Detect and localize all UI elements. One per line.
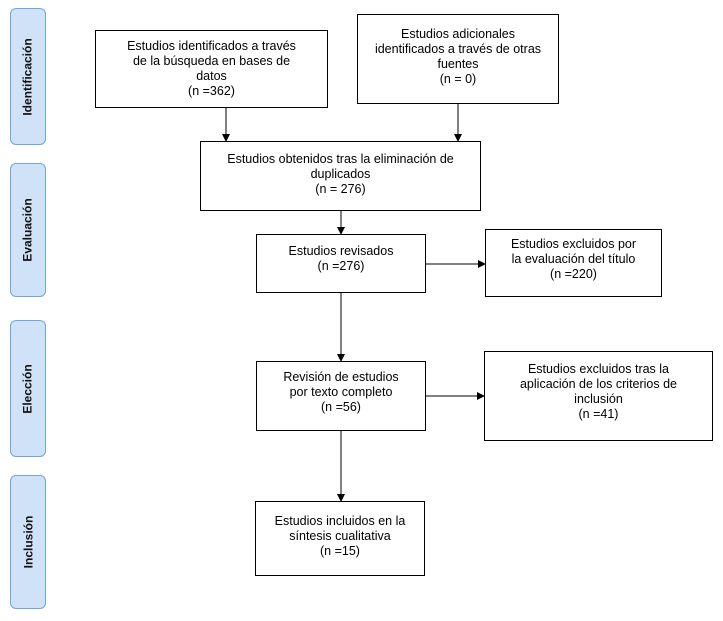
box-fulltext-line-2: por texto completo (289, 385, 393, 399)
box-deduplicated-line-1: Estudios obtenidos tras la eliminación d… (227, 152, 454, 166)
box-other-sources-line-3: fuentes (437, 57, 479, 71)
stage-evaluacion: Evaluación (10, 163, 46, 297)
box-other-sources: Estudios adicionales identificados a tra… (357, 14, 559, 104)
box-db-search-line-2: de la búsqueda en bases de (132, 54, 291, 68)
box-excluded-criteria-line-4: (n =41) (578, 407, 619, 421)
box-fulltext: Revisión de estudios por texto completo … (256, 361, 426, 431)
box-excluded-criteria-line-2: aplicación de los criterios de (519, 377, 678, 391)
box-db-search-line-1: Estudios identificados a través (127, 39, 296, 53)
box-other-sources-line-1: Estudios adicionales (401, 27, 515, 41)
stage-identificacion: Identificación (10, 8, 46, 145)
box-excluded-title-line-1: Estudios excluidos por (510, 237, 637, 251)
box-included-line-1: Estudios incluidos en la (274, 514, 406, 528)
box-excluded-criteria-line-3: inclusión (574, 392, 623, 406)
box-included-line-2: síntesis cualitativa (289, 529, 391, 543)
box-deduplicated-line-2: duplicados (310, 167, 371, 181)
box-screened-line-2: (n =276) (317, 259, 365, 273)
box-excluded-criteria: Estudios excluidos tras la aplicación de… (484, 351, 713, 441)
box-excluded-title: Estudios excluidos por la evaluación del… (485, 229, 662, 297)
box-excluded-title-line-3: (n =220) (550, 267, 597, 281)
box-included: Estudios incluidos en la síntesis cualit… (255, 501, 425, 576)
box-screened: Estudios revisados (n =276) (256, 234, 426, 293)
box-fulltext-line-1: Revisión de estudios (283, 370, 399, 384)
box-included-line-3: (n =15) (320, 544, 360, 558)
box-deduplicated: Estudios obtenidos tras la eliminación d… (200, 141, 481, 211)
box-excluded-title-line-2: la evaluación del título (511, 252, 636, 266)
box-deduplicated-line-3: (n = 276) (315, 182, 366, 196)
stage-eleccion: Elección (10, 320, 46, 457)
box-db-search: Estudios identificados a través de la bú… (95, 30, 328, 108)
box-db-search-line-4: (n =362) (188, 84, 235, 98)
box-other-sources-line-4: (n = 0) (439, 72, 477, 86)
box-db-search-line-3: datos (196, 69, 227, 83)
box-excluded-criteria-line-1: Estudios excluidos tras la (527, 362, 670, 376)
box-screened-line-1: Estudios revisados (288, 244, 394, 258)
box-fulltext-line-3: (n =56) (321, 400, 361, 414)
box-other-sources-line-2: identificados a través de otras (374, 42, 542, 56)
stage-inclusion: Inclusión (10, 475, 46, 609)
